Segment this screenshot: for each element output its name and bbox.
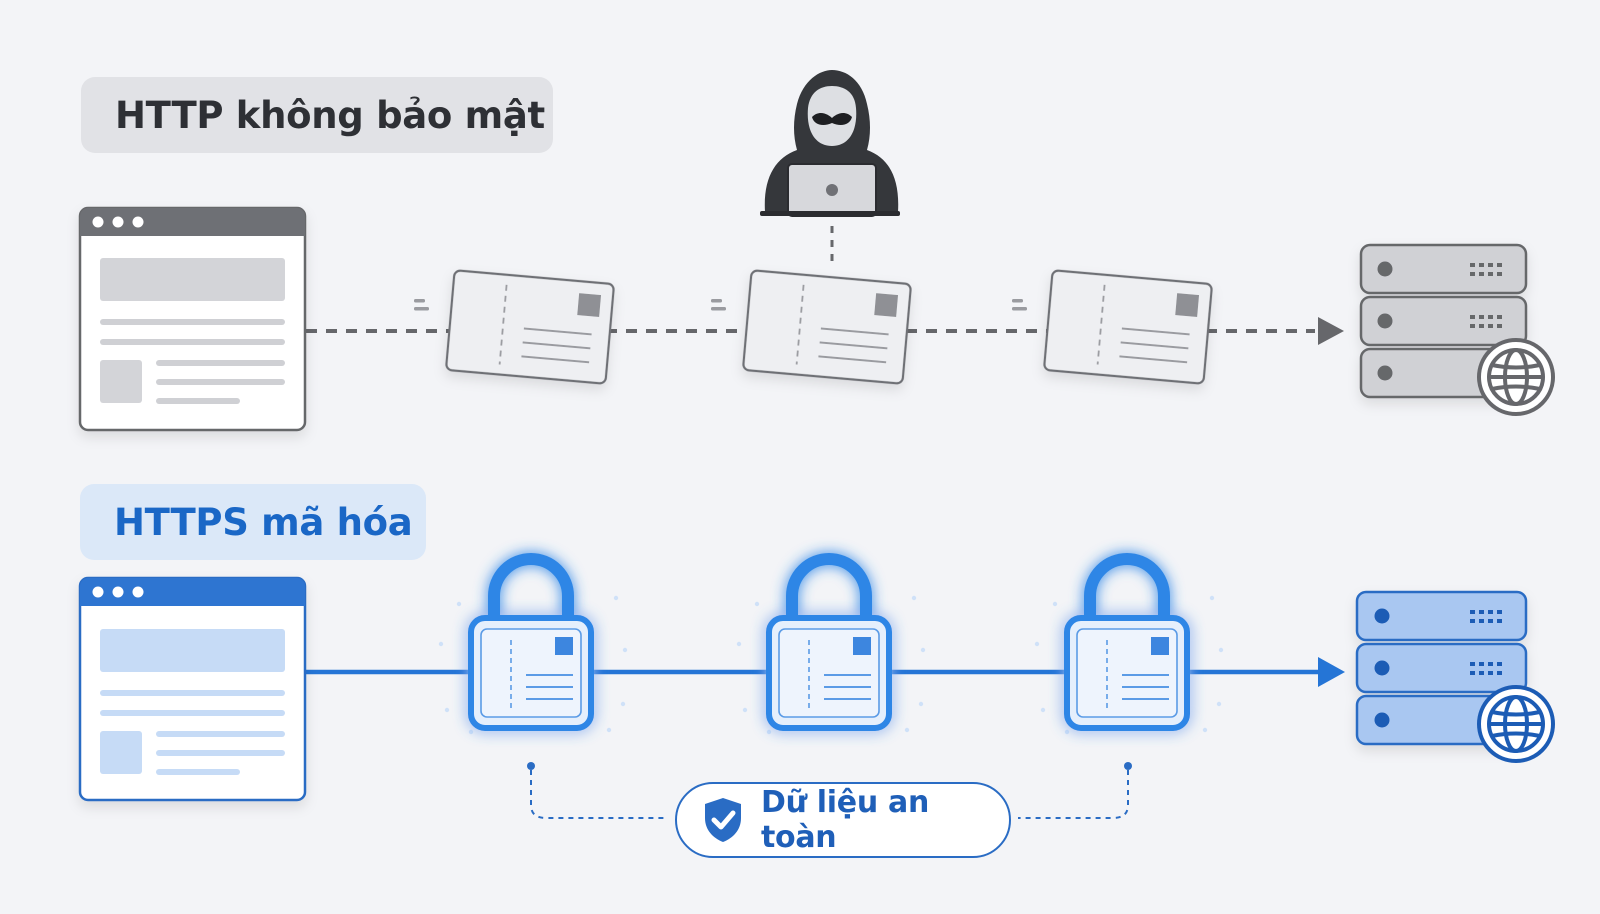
http-arrowhead	[1318, 317, 1344, 345]
motion-mark	[1012, 299, 1023, 303]
padlock-postcard-icon	[736, 553, 926, 735]
safe-data-badge: Dữ liệu an toàn	[675, 782, 1011, 858]
motion-mark	[414, 299, 425, 303]
https-section-label: HTTPS mã hóa	[80, 484, 426, 560]
motion-mark	[414, 307, 429, 311]
motion-mark	[1012, 307, 1027, 311]
safe-data-label: Dữ liệu an toàn	[761, 785, 930, 855]
hacker-laptop-icon	[760, 70, 900, 217]
shield-check-icon	[705, 798, 741, 842]
browser-window-icon	[78, 206, 307, 432]
globe-icon	[1477, 338, 1555, 416]
postcard-icon	[445, 269, 615, 385]
https-arrowhead	[1318, 657, 1345, 687]
padlock-postcard-icon	[1034, 553, 1224, 735]
postcard-icon	[1043, 269, 1213, 385]
browser-window-icon	[78, 576, 307, 802]
https-packets	[438, 553, 1224, 735]
http-section-label: HTTP không bảo mật	[81, 77, 553, 153]
globe-icon	[1477, 685, 1555, 763]
postcard-icon	[742, 269, 912, 385]
http-packets	[414, 269, 1213, 385]
safe-data-bracket	[527, 762, 1132, 819]
motion-mark	[711, 307, 726, 311]
padlock-postcard-icon	[438, 553, 628, 735]
motion-mark	[711, 299, 722, 303]
